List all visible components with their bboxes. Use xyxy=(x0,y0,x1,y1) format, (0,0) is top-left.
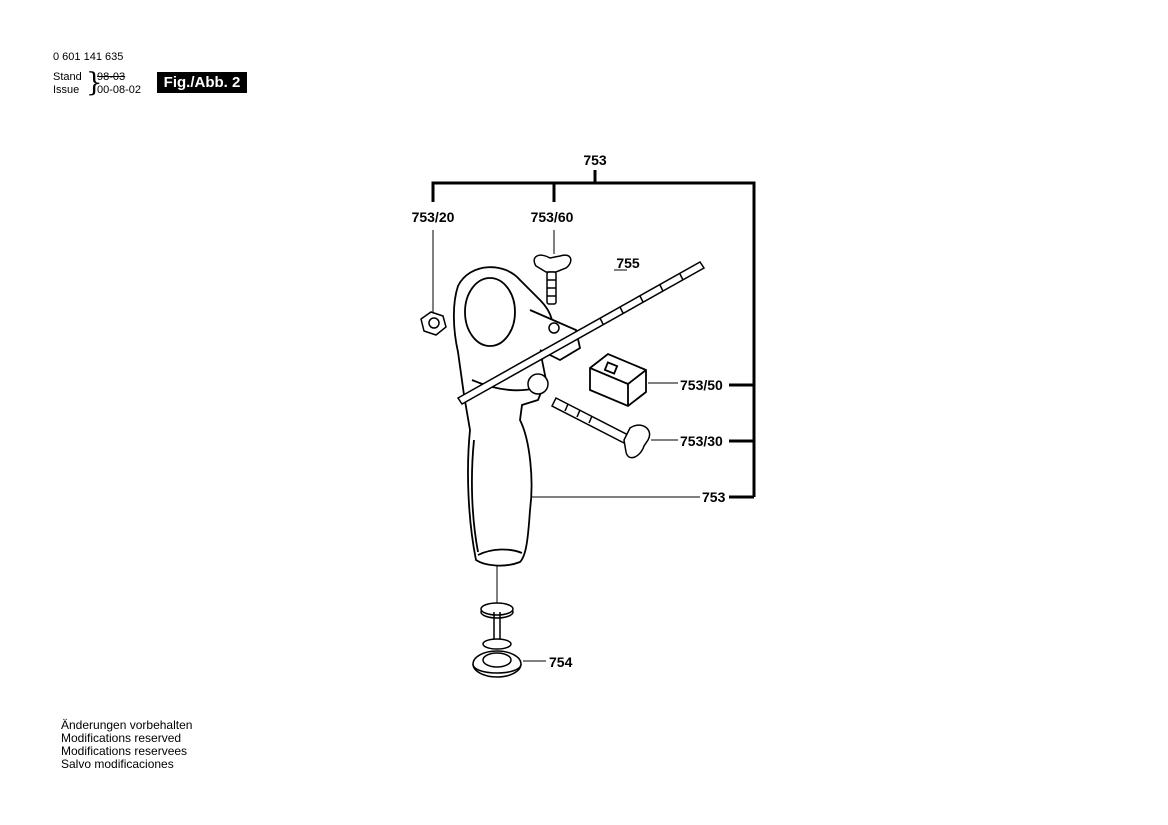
wing-screw-753-60 xyxy=(533,254,572,305)
label-753-20: 753/20 xyxy=(412,209,455,225)
brace-symbol: } xyxy=(86,68,103,98)
modification-notes: Änderungen vorbehalten Modifications res… xyxy=(61,719,192,771)
wing-bolt-753-30 xyxy=(550,396,651,459)
assembly-bracket xyxy=(431,170,756,499)
depth-rod-755 xyxy=(456,261,706,405)
part-labels: 753 753/20 753/60 755 753/50 753/30 753 … xyxy=(412,152,726,670)
clamp-block-753-50 xyxy=(589,352,647,408)
label-753-60: 753/60 xyxy=(531,209,574,225)
label-755: 755 xyxy=(616,255,640,271)
note-de: Änderungen vorbehalten xyxy=(61,718,193,732)
label-assembly-handle: 753 xyxy=(702,489,726,505)
stand-label: Stand xyxy=(53,71,82,83)
foot-cap-754 xyxy=(472,602,522,678)
figure-badge: Fig./Abb. 2 xyxy=(157,72,247,93)
leader-lines xyxy=(432,230,700,662)
note-en: Modifications reserved xyxy=(61,731,182,745)
hex-nut-753-20 xyxy=(420,311,447,336)
stand-value: 98-03 xyxy=(97,71,126,83)
label-753-30: 753/30 xyxy=(680,433,723,449)
label-assembly-top: 753 xyxy=(583,152,607,168)
note-fr: Modifications reservees xyxy=(61,744,188,758)
note-es: Salvo modificaciones xyxy=(61,757,174,771)
issue-value: 00-08-02 xyxy=(97,84,142,96)
label-753-50: 753/50 xyxy=(680,377,723,393)
label-754: 754 xyxy=(549,654,573,670)
issue-label: Issue xyxy=(53,84,80,96)
part-number: 0 601 141 635 xyxy=(53,51,124,63)
handle-body-753 xyxy=(452,266,582,567)
